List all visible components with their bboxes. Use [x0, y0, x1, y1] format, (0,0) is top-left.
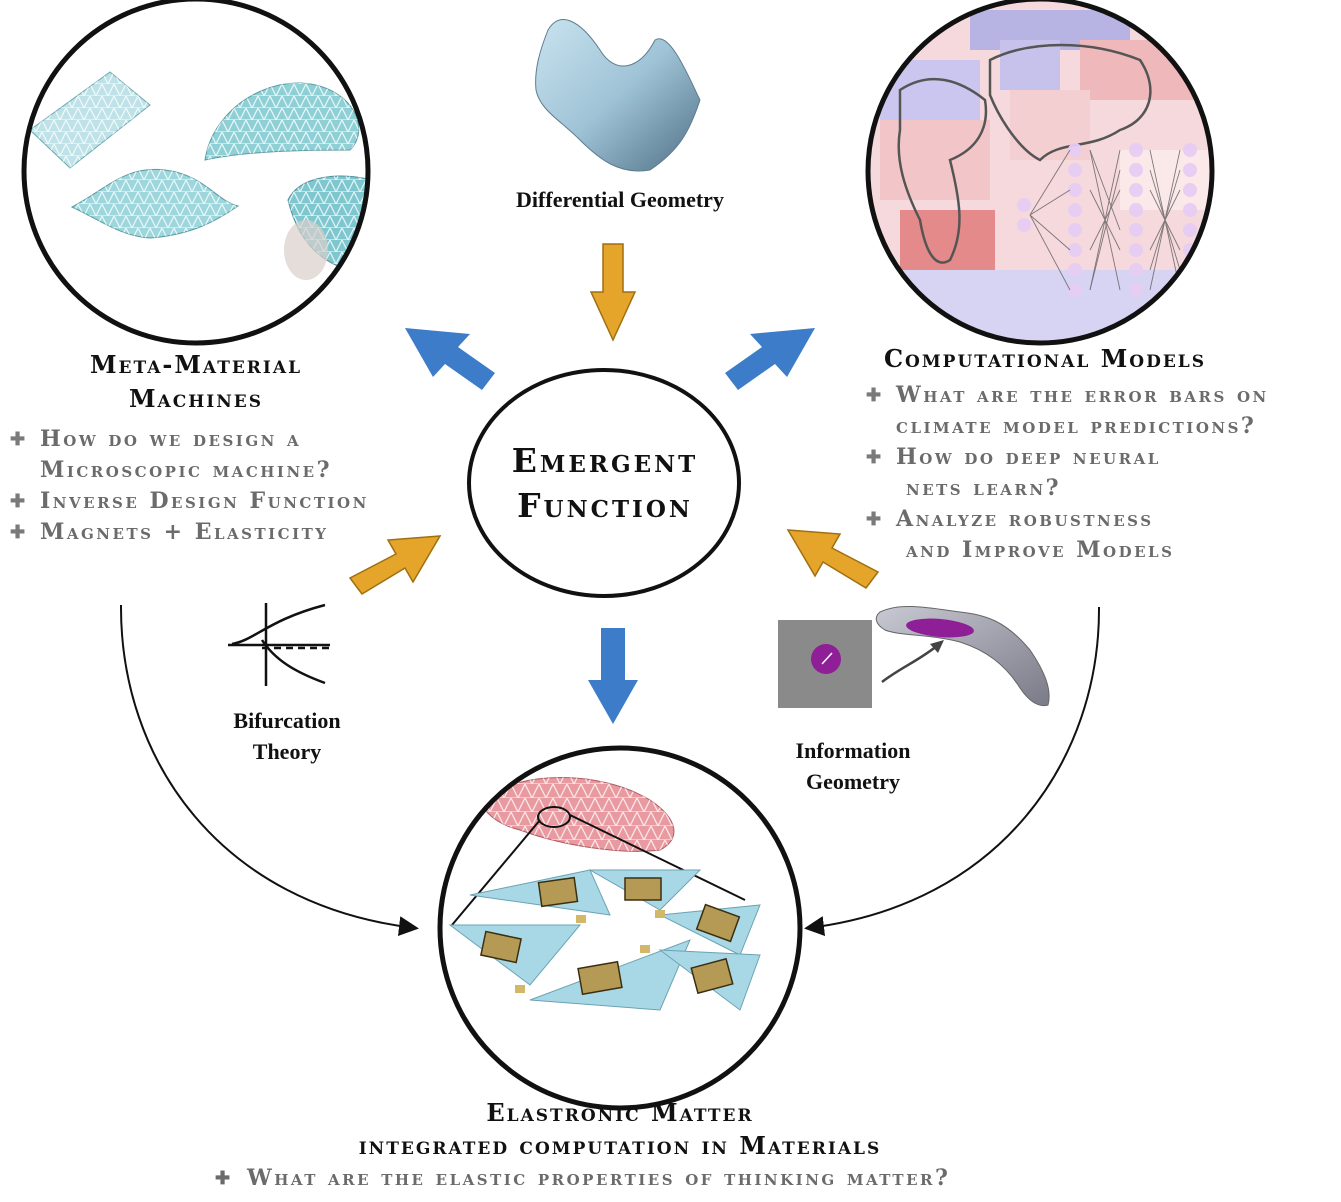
elastronic-title-line1: Elastronic Matter [486, 1098, 754, 1127]
meta-material-title-line2: Machines [128, 384, 264, 413]
bifurcation-caption-line1: Bifurcation [233, 708, 341, 733]
plus-icon: ✚ [866, 509, 884, 530]
plus-icon: ✚ [866, 385, 884, 406]
bullet-text: Microscopic machine? [40, 457, 332, 483]
comp-bullet-item: and Improve Models [866, 535, 1338, 566]
elastronic-title-line2: integrated computation in Materials [358, 1131, 882, 1160]
elastronic-title: Elastronic Matter integrated computation… [220, 1096, 1020, 1162]
bullet-text: nets learn? [906, 475, 1061, 501]
emergent-label-line2: Function [517, 486, 693, 525]
comp-bullet-item: ✚ What are the error bars on [866, 380, 1338, 411]
emergent-label-line1: Emergent [511, 441, 699, 480]
emergent-function-label: Emergent Function [470, 438, 740, 528]
plus-icon: ✚ [10, 491, 28, 512]
bullet-text: climate model predictions? [896, 413, 1257, 439]
bifurcation-plot-icon [228, 603, 330, 686]
plus-icon: ✚ [866, 447, 884, 468]
information-geometry-caption: Information Geometry [753, 735, 953, 797]
bullet-text: Analyze robustness [896, 506, 1154, 532]
saddle-surface-icon [535, 19, 701, 172]
bifurcation-caption: Bifurcation Theory [187, 705, 387, 767]
red-origami-sheet-icon [451, 777, 746, 926]
plus-icon: ✚ [10, 429, 28, 450]
computational-title: Computational Models [883, 344, 1207, 373]
computational-bullets: ✚ What are the error bars on climate mode… [866, 380, 1338, 566]
elastronic-bullet-item: ✚ What are the elastic properties of thi… [215, 1163, 1115, 1194]
arrow-to-elastronic [588, 628, 638, 724]
bullet-text: How do we design a [40, 426, 302, 452]
plus-icon: ✚ [215, 1168, 233, 1189]
elastronic-circle [437, 745, 803, 1111]
arrow-to-meta-material [405, 328, 495, 390]
meta-material-circle [21, 0, 371, 346]
arrow-from-differential-geometry [589, 243, 637, 342]
bullet-text: How do deep neural [896, 444, 1161, 470]
meta-bullet-item: Microscopic machine? [10, 455, 440, 486]
orange-arrows [348, 243, 880, 595]
meta-bullet-item: ✚ How do we design a [10, 424, 440, 455]
arrow-to-computational [725, 328, 815, 390]
information-caption-line2: Geometry [805, 769, 901, 794]
comp-bullet-item: nets learn? [866, 473, 1338, 504]
meta-material-bullets: ✚ How do we design a Microscopic machine?… [10, 424, 440, 548]
arrow-from-bifurcation [348, 535, 442, 595]
bullet-text: and Improve Models [906, 537, 1175, 563]
elastronic-bullet: ✚ What are the elastic properties of thi… [215, 1163, 1115, 1194]
bifurcation-caption-line2: Theory [252, 739, 322, 764]
curve-arrow-right [804, 606, 1101, 937]
comp-bullet-item: climate model predictions? [866, 411, 1338, 442]
information-caption-line1: Information [795, 738, 911, 763]
blue-arrows [405, 328, 815, 724]
bullet-text: Inverse Design Function [40, 488, 369, 514]
manifold-icon [778, 606, 1050, 708]
meta-material-title-line1: Meta-Material [89, 350, 303, 379]
meta-bullet-item: ✚ Inverse Design Function [10, 486, 440, 517]
circuit-triangle-icon [448, 869, 761, 1011]
bullet-text: What are the elastic properties of think… [247, 1165, 951, 1191]
computational-circle [865, 0, 1215, 346]
differential-geometry-caption: Differential Geometry [516, 187, 724, 212]
plus-icon: ✚ [10, 522, 28, 543]
bullet-text: What are the error bars on [896, 382, 1269, 408]
bullet-text: Magnets + Elasticity [40, 519, 329, 545]
curve-arrow-left [119, 604, 419, 937]
arrow-from-information-geometry [786, 529, 880, 589]
meta-bullet-item: ✚ Magnets + Elasticity [10, 517, 440, 548]
emergent-function-circle [467, 368, 741, 598]
meta-material-title: Meta-Material Machines [40, 348, 352, 416]
comp-bullet-item: ✚ How do deep neural [866, 442, 1338, 473]
origami-sheet-icon [29, 71, 368, 280]
comp-bullet-item: ✚ Analyze robustness [866, 504, 1338, 535]
